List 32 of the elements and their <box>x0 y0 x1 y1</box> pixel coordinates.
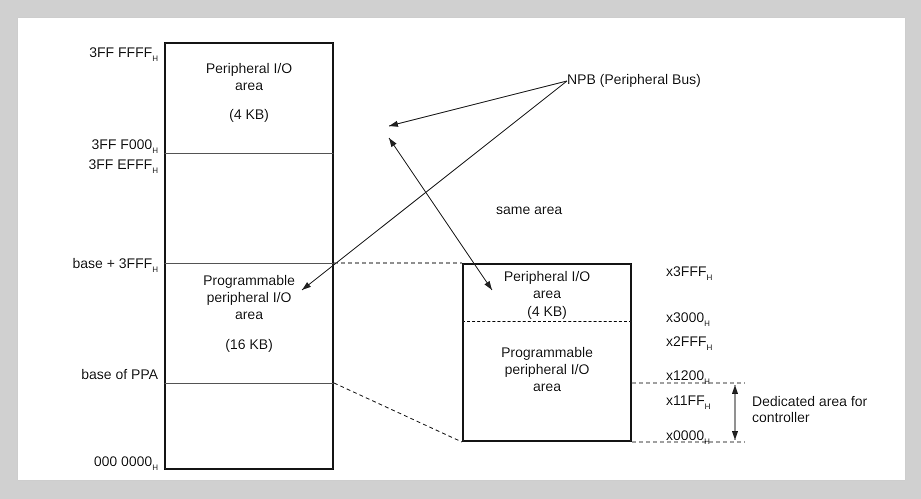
offset-label: x2FFF$_{H}$ <box>666 333 712 354</box>
offset-label: x0000$_{H}$ <box>666 427 710 448</box>
memory-area-segment <box>164 42 334 153</box>
offset-label: x1200$_{H}$ <box>666 367 710 388</box>
area-size: (4 KB) <box>228 106 270 123</box>
offset-label: x3FFF$_{H}$ <box>666 263 712 284</box>
arrow <box>388 80 568 127</box>
dashed-projection-line <box>334 382 462 442</box>
area-size: (4 KB) <box>526 303 568 320</box>
memory-area-segment <box>462 321 632 442</box>
memory-area-segment <box>462 263 632 321</box>
area-name: Programmable peripheral I/O area <box>202 272 296 323</box>
memory-area-segment <box>164 263 334 383</box>
offset-label: x3000$_{H}$ <box>666 309 710 330</box>
arrow <box>302 80 568 290</box>
arrow <box>388 138 492 290</box>
empty-memory-segment <box>164 153 334 263</box>
address-label: 000 0000$_{H}$ <box>94 453 158 474</box>
address-label: 3FF FFFF$_{H}$ <box>89 44 158 65</box>
address-label: 3FF F000$_{H}$ <box>92 136 158 157</box>
address-label: base of PPA <box>81 366 158 382</box>
area-name: Peripheral I/O area <box>204 60 294 94</box>
address-label: base + 3FFF$_{H}$ <box>72 255 158 276</box>
empty-memory-segment <box>164 383 334 470</box>
address-label: 3FF EFFF$_{H}$ <box>88 156 158 177</box>
area-size: (16 KB) <box>224 336 274 353</box>
area-name: Programmable peripheral I/O area <box>500 344 594 395</box>
offset-label: x11FF$_{H}$ <box>666 392 710 413</box>
dashed-projection-line <box>334 262 462 264</box>
note-text: Dedicated area for controller <box>752 393 868 425</box>
bus-label: NPB (Peripheral Bus) <box>567 71 737 91</box>
area-name: Peripheral I/O area <box>502 268 592 302</box>
